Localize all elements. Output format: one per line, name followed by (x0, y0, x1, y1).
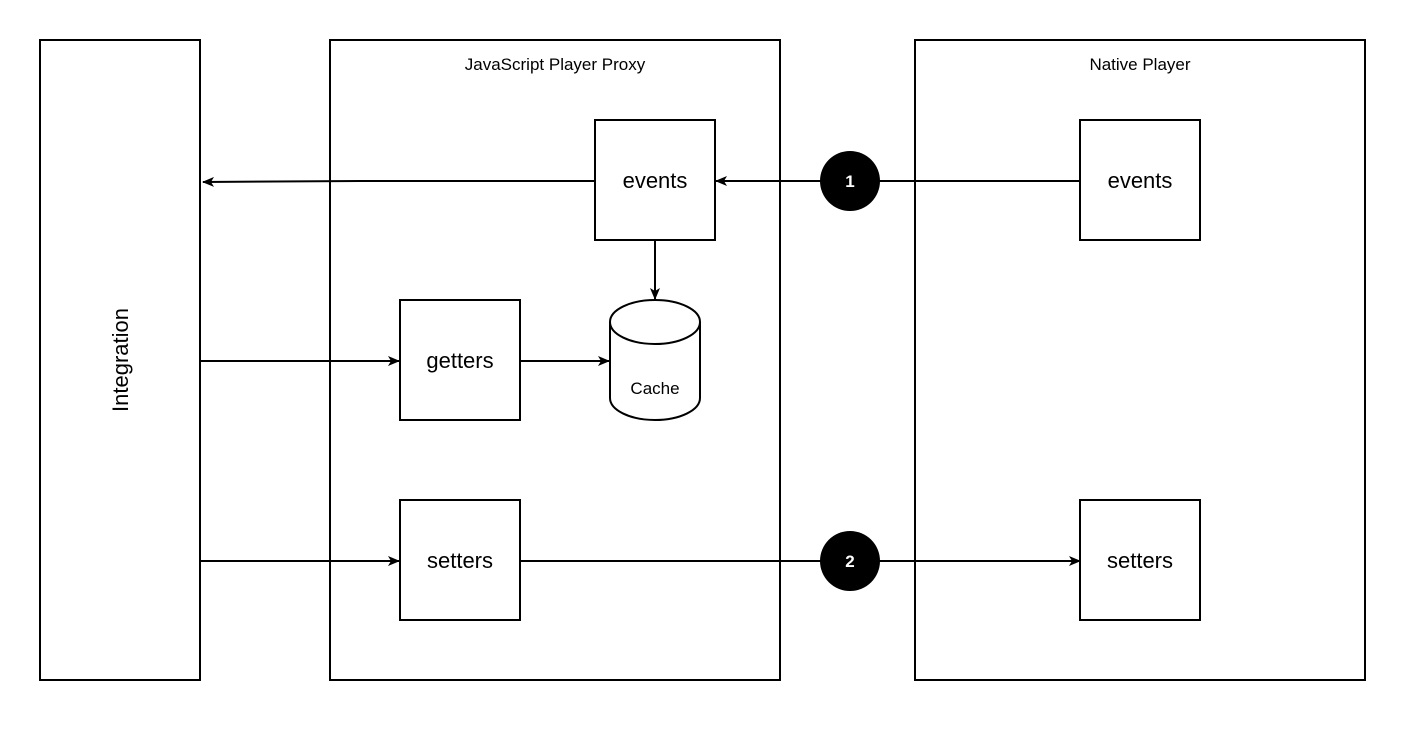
native-setters-label: setters (1107, 548, 1173, 573)
proxy-title: JavaScript Player Proxy (465, 55, 646, 74)
integration-container: Integration (39, 39, 201, 681)
edge-proxy-events-to-integration (202, 176, 595, 187)
badge-1-label: 1 (845, 172, 854, 191)
native-setters-node: setters (1079, 499, 1201, 621)
proxy-events-label: events (623, 168, 688, 193)
native-events-label: events (1108, 168, 1173, 193)
integration-label: Integration (108, 308, 133, 412)
native-events-node: events (1079, 119, 1201, 241)
badge-1: 1 (820, 151, 880, 211)
native-title: Native Player (1089, 55, 1190, 74)
proxy-events-node: events (594, 119, 716, 241)
proxy-setters-label: setters (427, 548, 493, 573)
cache-cylinder: Cache (609, 299, 701, 421)
proxy-getters-node: getters (399, 299, 521, 421)
proxy-setters-node: setters (399, 499, 521, 621)
badge-2: 2 (820, 531, 880, 591)
connectors (201, 176, 1081, 566)
cache-label: Cache (630, 379, 679, 398)
proxy-getters-label: getters (426, 348, 493, 373)
badge-2-label: 2 (845, 552, 854, 571)
